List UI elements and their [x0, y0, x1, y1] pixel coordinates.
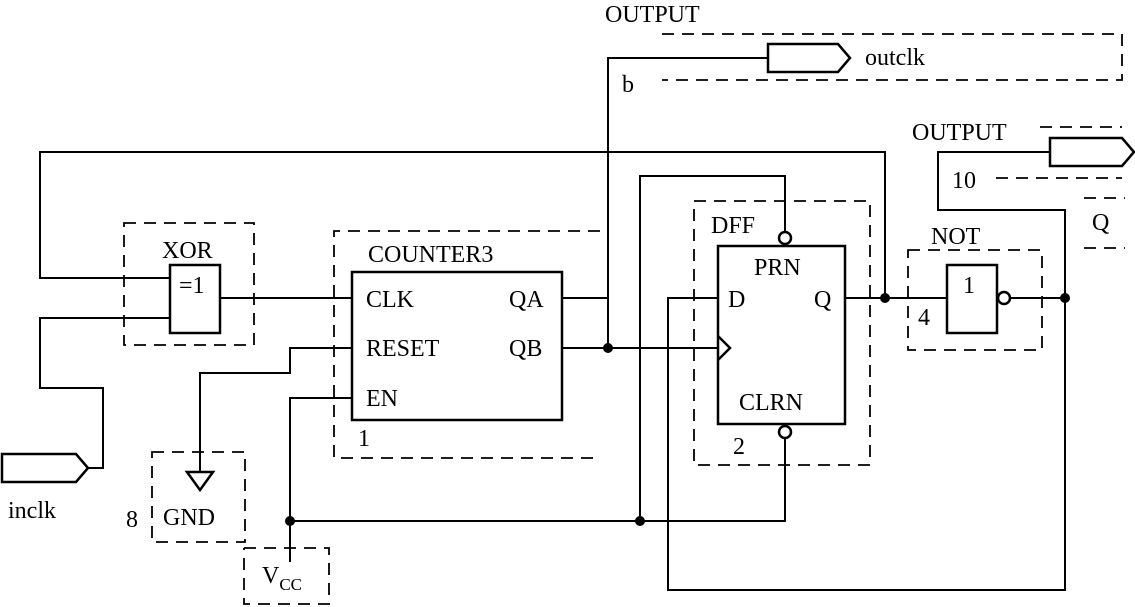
dff-pin-clrn: CLRN: [739, 390, 803, 416]
wire-gnd-reset: [199, 347, 352, 472]
wire-vcc-en: [289, 397, 352, 562]
input-inclk[interactable]: inclk: [0, 452, 90, 524]
xor-type-label: XOR: [162, 238, 213, 264]
net-label-b: b: [622, 72, 634, 98]
not-dashed-border: [907, 249, 1043, 351]
not-type-label: NOT: [931, 224, 981, 250]
dff-pin-d: D: [728, 287, 745, 313]
input-inclk-name: inclk: [8, 498, 56, 524]
counter-pin-qa: QA: [509, 287, 544, 313]
not-symbol: 1: [963, 273, 975, 299]
dff-block[interactable]: DFF PRN D Q CLRN 2: [693, 200, 871, 466]
not-instance: 4: [918, 305, 930, 331]
gnd-instance: 8: [126, 507, 138, 533]
dff-pin-q: Q: [814, 287, 831, 313]
output-outclk-name: outclk: [865, 45, 925, 71]
dff-type-label: DFF: [711, 213, 755, 239]
junction-dot: [880, 293, 890, 303]
counter-instance: 1: [358, 426, 370, 452]
wires: [39, 57, 1070, 591]
input-inclk-pin-shape: [0, 452, 90, 484]
dff-dashed-border: [693, 200, 871, 466]
vcc-symbol[interactable]: VCC: [243, 547, 330, 605]
output-q-instance: 10: [952, 168, 976, 194]
counter-type-label: COUNTER3: [368, 242, 493, 268]
counter-body: [350, 270, 564, 422]
not-output-bubble: [996, 290, 1012, 306]
counter-dashed-border: [333, 230, 600, 459]
output-outclk-dashed-border: [662, 33, 1123, 81]
junction-dot: [603, 343, 613, 353]
output-q[interactable]: OUTPUT 10 Q: [912, 120, 1135, 249]
xor-symbol: =1: [179, 273, 205, 299]
vcc-label-sub: CC: [279, 575, 302, 594]
counter-pin-reset: RESET: [366, 336, 440, 362]
xor-body: [168, 263, 222, 335]
counter-pin-clk: CLK: [366, 287, 415, 313]
dff-instance: 2: [733, 434, 745, 460]
dff-body: [716, 244, 847, 426]
output-q-name: Q: [1092, 210, 1109, 236]
counter3-block[interactable]: COUNTER3 CLK RESET EN QA QB 1: [333, 230, 600, 459]
wire-q-output: [937, 151, 1066, 298]
output-q-pin-shape: [1048, 136, 1135, 168]
junction-dot: [1060, 293, 1070, 303]
vcc-label: VCC: [262, 563, 302, 594]
gnd-type-label: GND: [163, 505, 215, 531]
wire-vcc-prn: [639, 175, 786, 521]
wire-b-outclk: [607, 57, 768, 348]
output-outclk-pin-shape: [766, 42, 852, 74]
xor-dashed-border: [123, 222, 255, 346]
output-type-label: OUTPUT: [912, 120, 1007, 146]
junction-dot: [635, 516, 645, 526]
wire-inclk-xor: [39, 317, 170, 469]
dff-clock-triangle: [717, 335, 732, 361]
dff-pin-prn: PRN: [754, 255, 801, 281]
wire-feedback-xor: [39, 151, 886, 298]
dff-prn-bubble: [777, 230, 793, 246]
gnd-symbol[interactable]: GND 8: [126, 451, 246, 543]
gnd-dashed-border: [151, 451, 246, 543]
vcc-dashed-border: [243, 547, 330, 605]
output-type-label: OUTPUT: [605, 2, 700, 28]
counter-pin-qb: QB: [509, 336, 542, 362]
counter-pin-en: EN: [366, 386, 398, 412]
vcc-label-main: V: [262, 563, 280, 589]
junction-dot: [285, 516, 295, 526]
not-gate[interactable]: NOT 1 4: [907, 224, 1043, 351]
dff-clrn-bubble: [777, 424, 793, 440]
ground-icon: [184, 470, 216, 493]
wire-d-loop: [667, 297, 1066, 591]
xor-gate[interactable]: XOR =1: [123, 222, 255, 346]
output-outclk[interactable]: OUTPUT outclk b: [605, 2, 1123, 98]
